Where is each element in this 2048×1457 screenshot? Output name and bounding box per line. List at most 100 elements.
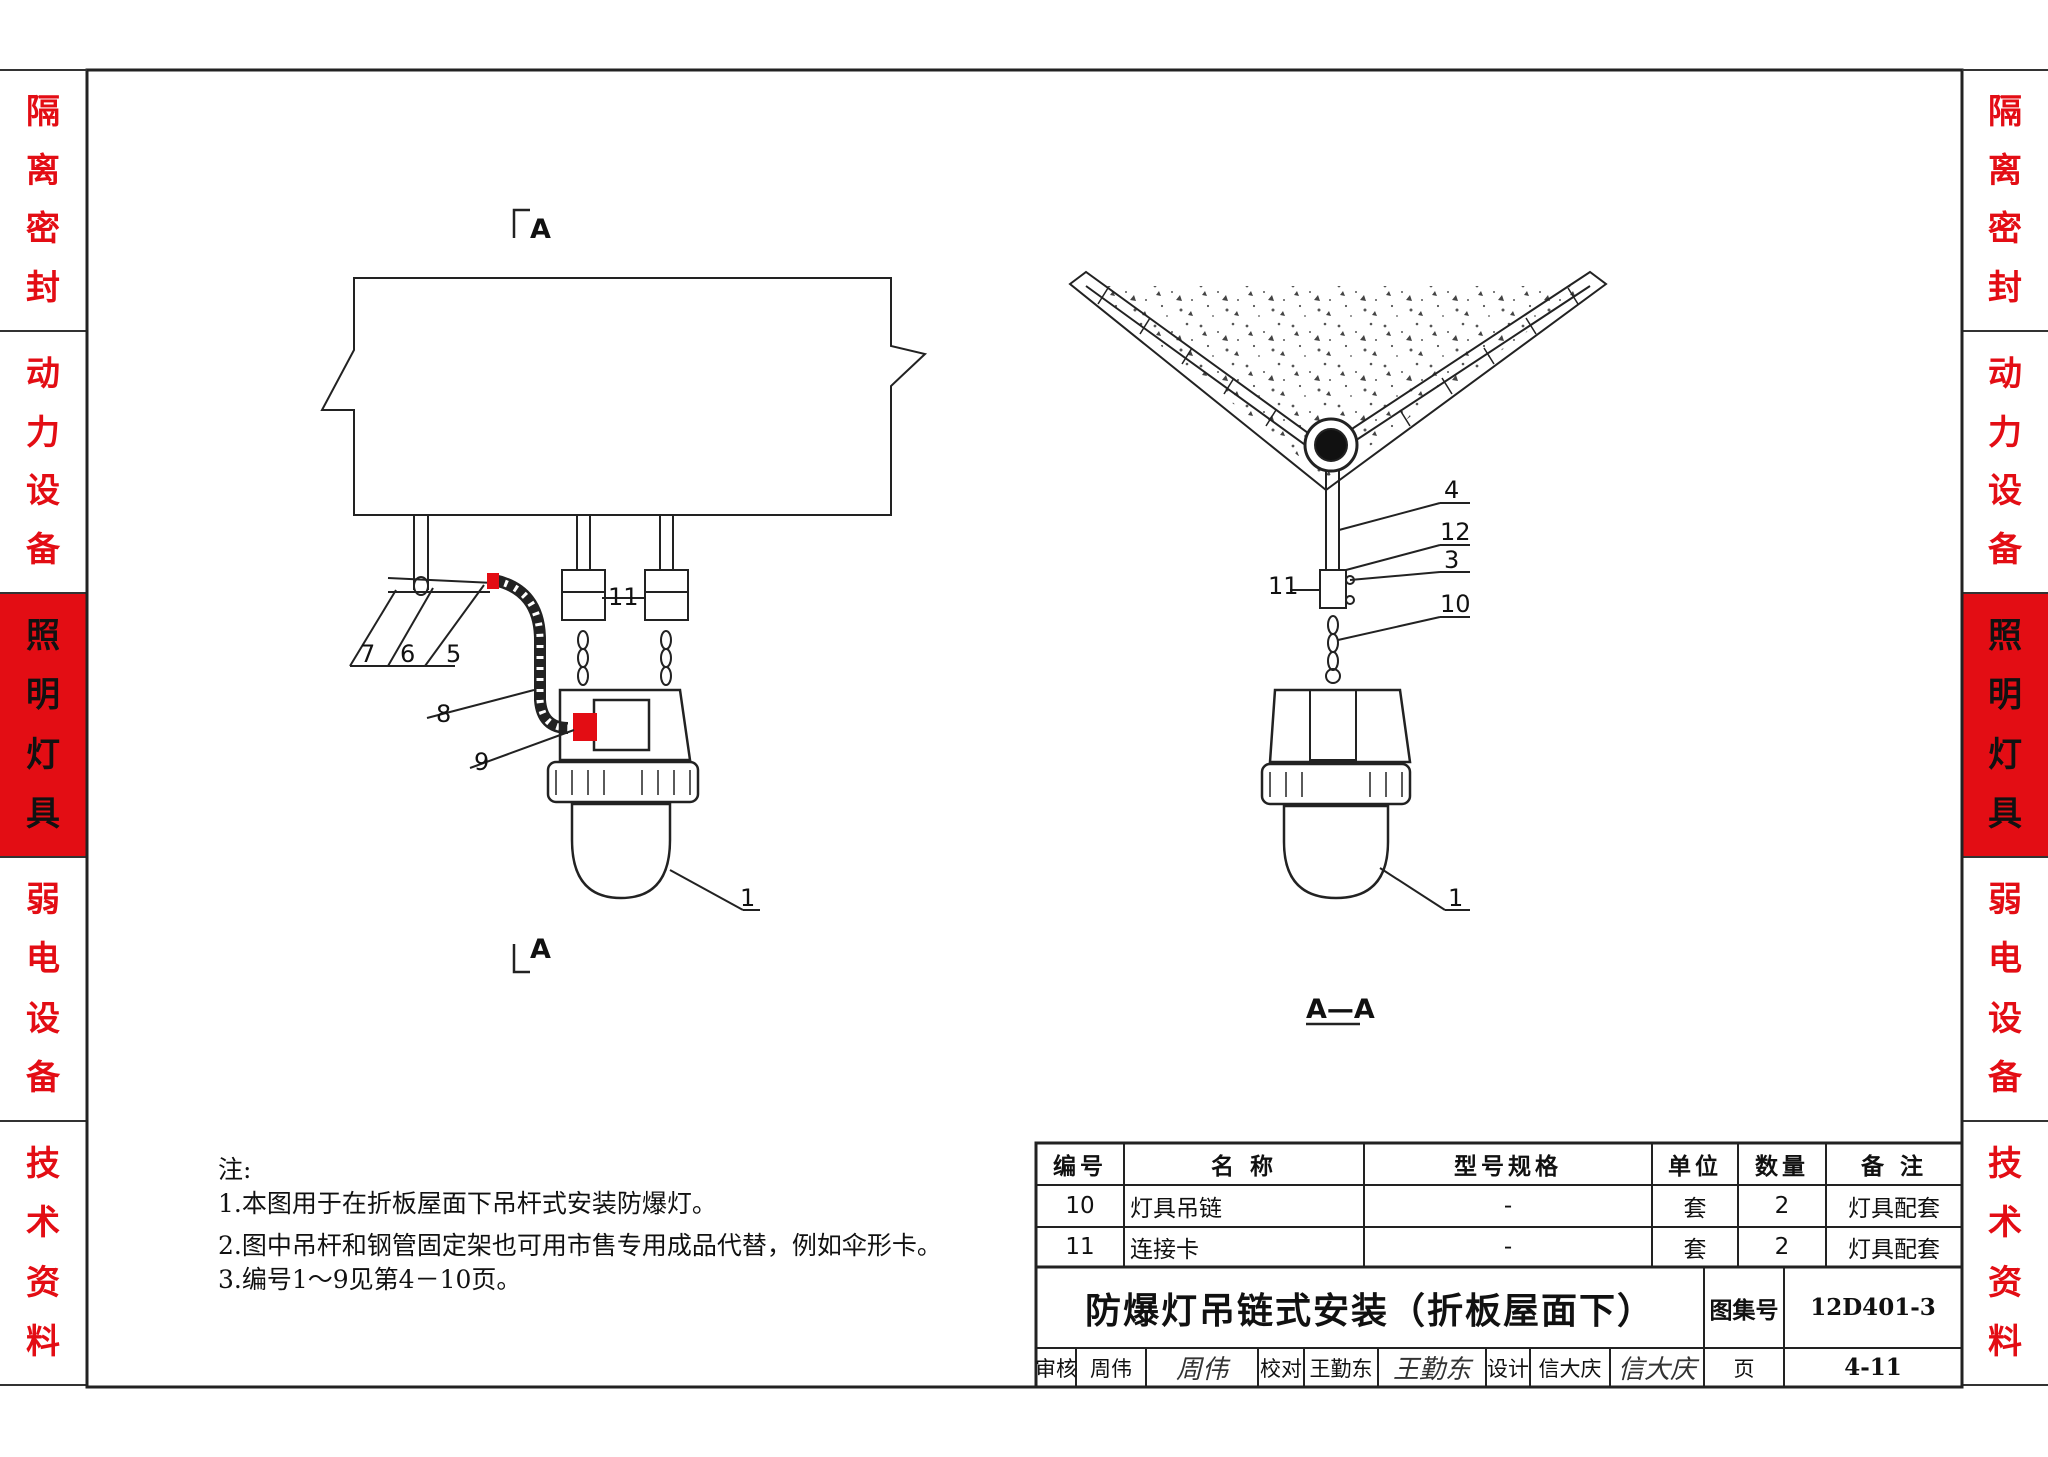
sidebar-char: 明 (1988, 675, 2022, 716)
table-header-number: 编号 (1053, 1154, 1107, 1180)
section-title: A—A (1306, 994, 1375, 1025)
table-cell: 2 (1774, 1234, 1790, 1260)
sidebar-section-1: 隔离密封 (0, 70, 86, 332)
table-cell: 10 (1065, 1193, 1095, 1219)
sidebar-section-4: 弱电设备 (1962, 858, 2048, 1122)
sidebar-char: 照 (26, 616, 60, 657)
sidebar-char: 设 (26, 471, 60, 512)
plan-label-5: 5 (446, 640, 461, 668)
section-label-11: 11 (1268, 572, 1299, 600)
atlas-number: 12D401-3 (1810, 1294, 1936, 1321)
table-header-remark: 备 注 (1860, 1154, 1927, 1180)
sheet-frame (85, 68, 1964, 1389)
table-cell: 灯具配套 (1848, 1237, 1940, 1263)
reviewer-name: 周伟 (1090, 1356, 1132, 1381)
page-number: 4-11 (1844, 1354, 1902, 1381)
sidebar-char: 力 (26, 412, 60, 453)
notes-heading: 注: (218, 1155, 252, 1184)
section-mark-top: A (530, 214, 551, 245)
sidebar-char: 具 (1988, 793, 2022, 834)
sidebar-char: 离 (26, 150, 60, 191)
sidebar-char: 隔 (26, 91, 60, 132)
section-mark-bottom: A (530, 934, 551, 965)
plan-label-11: 11 (608, 583, 639, 611)
table-cell: - (1503, 1234, 1513, 1260)
designer-signature: 信大庆 (1617, 1355, 1696, 1385)
section-label-3: 3 (1444, 546, 1459, 574)
left-category-sidebar: 隔离密封动力设备照明灯具弱电设备技术资料 (0, 70, 86, 1386)
title-block-grid (1034, 1141, 1964, 1389)
sidebar-char: 术 (26, 1203, 60, 1244)
sidebar-char: 资 (26, 1262, 60, 1303)
table-cell: 套 (1683, 1237, 1707, 1263)
sidebar-char: 密 (1988, 209, 2022, 250)
plan-label-7: 7 (360, 640, 375, 668)
sidebar-char: 灯 (26, 734, 60, 775)
sidebar-char: 料 (26, 1321, 60, 1362)
table-header-name: 名 称 (1210, 1154, 1277, 1180)
sidebar-char: 动 (26, 353, 60, 394)
page-label: 页 (1733, 1356, 1755, 1381)
table-cell: - (1503, 1193, 1513, 1219)
table-cell: 灯具吊链 (1130, 1196, 1222, 1222)
table-header-unit: 单位 (1668, 1154, 1722, 1180)
table-header-spec: 型号规格 (1454, 1154, 1562, 1180)
sidebar-section-5: 技术资料 (0, 1122, 86, 1386)
check-label: 校对 (1260, 1356, 1302, 1381)
sidebar-char: 备 (26, 530, 60, 571)
sidebar-char: 弱 (26, 880, 60, 921)
sidebar-section-3: 照明灯具 (0, 594, 86, 858)
review-label: 审核 (1035, 1356, 1077, 1381)
note-3: 3.编号1～9见第4－10页。 (218, 1265, 522, 1294)
note-1: 1.本图用于在折板屋面下吊杆式安装防爆灯。 (218, 1189, 717, 1218)
table-cell: 套 (1683, 1196, 1707, 1222)
sidebar-char: 封 (1988, 268, 2022, 309)
plan-label-9: 9 (474, 748, 489, 776)
sidebar-char: 备 (1988, 530, 2022, 571)
sidebar-char: 具 (26, 793, 60, 834)
sidebar-char: 明 (26, 675, 60, 716)
sidebar-char: 料 (1988, 1321, 2022, 1362)
sidebar-char: 密 (26, 209, 60, 250)
drawing-title: 防爆灯吊链式安装（折板屋面下） (1084, 1290, 1655, 1332)
table-cell: 2 (1774, 1193, 1790, 1219)
table-cell: 灯具配套 (1848, 1196, 1940, 1222)
section-label-10: 10 (1440, 590, 1471, 618)
section-label-1: 1 (1448, 884, 1463, 912)
sidebar-char: 设 (26, 998, 60, 1039)
plan-view (320, 208, 928, 974)
section-label-4: 4 (1444, 476, 1459, 504)
atlas-label: 图集号 (1709, 1297, 1779, 1324)
table-cell: 11 (1065, 1234, 1095, 1260)
reviewer-signature: 周伟 (1175, 1355, 1228, 1385)
sidebar-char: 设 (1988, 471, 2022, 512)
table-cell: 连接卡 (1130, 1237, 1199, 1263)
sidebar-char: 备 (1988, 1057, 2022, 1098)
checker-name: 王勤东 (1309, 1356, 1373, 1381)
sidebar-section-5: 技术资料 (1962, 1122, 2048, 1386)
design-label: 设计 (1487, 1356, 1529, 1381)
note-2: 2.图中吊杆和钢管固定架也可用市售专用成品代替，例如伞形卡。 (218, 1231, 942, 1260)
sidebar-char: 资 (1988, 1262, 2022, 1303)
sidebar-section-1: 隔离密封 (1962, 70, 2048, 332)
sidebar-char: 备 (26, 1057, 60, 1098)
sidebar-char: 弱 (1988, 880, 2022, 921)
sidebar-char: 设 (1988, 998, 2022, 1039)
sidebar-char: 电 (1988, 939, 2022, 980)
sidebar-char: 技 (1988, 1144, 2022, 1185)
right-category-sidebar: 隔离密封动力设备照明灯具弱电设备技术资料 (1962, 70, 2048, 1386)
sidebar-section-2: 动力设备 (0, 332, 86, 594)
sidebar-char: 照 (1988, 616, 2022, 657)
sidebar-char: 离 (1988, 150, 2022, 191)
sidebar-section-3: 照明灯具 (1962, 594, 2048, 858)
section-label-12: 12 (1440, 518, 1471, 546)
sidebar-char: 灯 (1988, 734, 2022, 775)
sidebar-section-2: 动力设备 (1962, 332, 2048, 594)
plan-label-1: 1 (740, 884, 755, 912)
sidebar-char: 电 (26, 939, 60, 980)
sidebar-char: 术 (1988, 1203, 2022, 1244)
sidebar-section-4: 弱电设备 (0, 858, 86, 1122)
designer-name: 信大庆 (1538, 1356, 1602, 1381)
table-header-qty: 数量 (1755, 1154, 1809, 1180)
